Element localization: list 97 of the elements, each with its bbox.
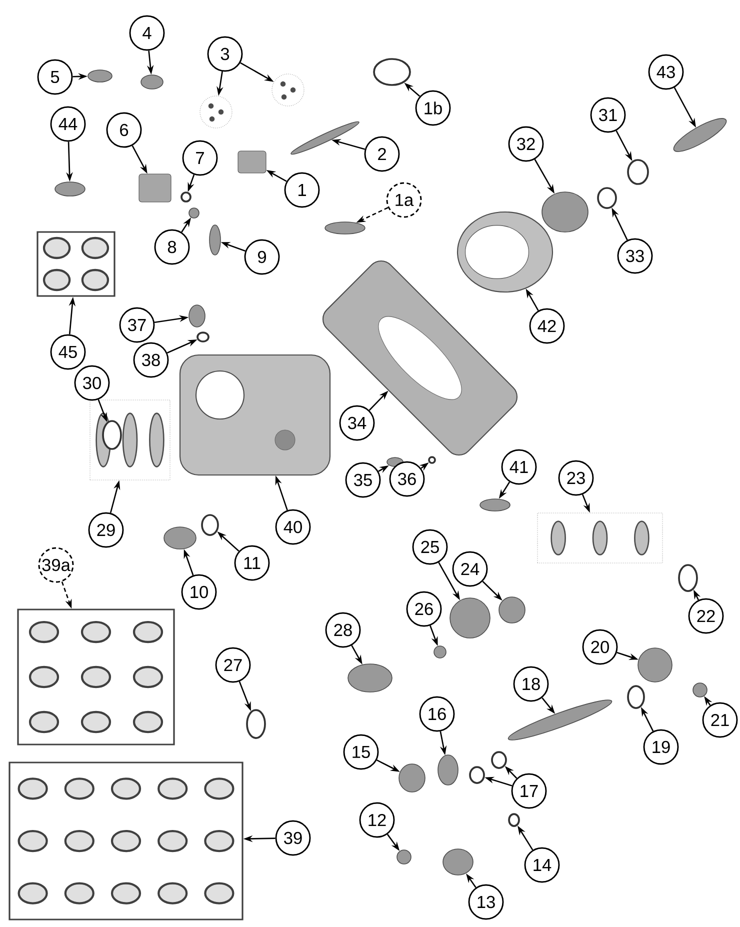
callout-number: 8 [154,229,190,265]
part-drawing [188,304,206,328]
callout-number: 39 [275,820,311,856]
part-drawing [164,526,196,550]
callout-number: 1b [415,90,451,126]
callout-number: 11 [234,545,270,581]
callout-number: 44 [50,106,86,142]
callout-number: 13 [468,884,504,920]
callout-number: 21 [702,702,738,738]
part-drawing [138,174,172,202]
seal-ring-drawing [180,192,192,202]
callout-number: 33 [617,238,653,274]
part-drawing [140,74,164,90]
callout-number: 12 [359,802,395,838]
callout-number: 14 [524,847,560,883]
part-drawing [324,222,366,234]
detent-set-drawing [200,96,232,128]
callout-number: 7 [182,140,218,176]
callout-number: 4 [129,15,165,51]
seal-ring-drawing [373,58,411,86]
part-drawing [450,598,490,638]
seal-ring-drawing [678,564,698,592]
callout-number: 16 [419,696,455,732]
callout-number: 19 [643,729,679,765]
callout-number: 10 [181,574,217,610]
callout-number: 1a [386,182,422,218]
callout-number: 31 [590,97,626,133]
callout-number: 5 [37,59,73,95]
callout-number: 20 [582,629,618,665]
callout-number: 45 [50,334,86,370]
callout-number: 29 [88,512,124,548]
callout-number: 32 [508,126,544,162]
part-drawing [209,224,221,256]
parts-kit-drawing [36,231,116,297]
seal-ring-drawing [508,813,520,827]
part-drawing [438,754,458,786]
callout-number: 6 [106,112,142,148]
callout-number: 37 [119,307,155,343]
seal-ring-drawing [246,709,266,739]
part-drawing [508,700,612,740]
part-group-drawing [90,400,170,480]
parts-kit-drawing [17,608,175,746]
seal-ring-drawing [597,187,617,209]
callout-number: 24 [452,551,488,587]
callout-number: 42 [529,308,565,344]
callout-number: 18 [513,666,549,702]
callout-number: 38 [133,342,169,378]
seal-ring-drawing [627,159,649,185]
callout-number: 40 [275,509,311,545]
callout-number: 1 [284,172,320,208]
part-drawing [348,664,392,692]
part-drawing [692,682,708,698]
detent-set-drawing [272,74,304,106]
callout-number: 30 [74,365,110,401]
part-drawing [238,150,266,174]
part-group-drawing [537,512,663,564]
callout-number: 2 [364,136,400,172]
seal-ring-drawing [102,420,122,450]
callout-number: 35 [345,462,381,498]
part-drawing [434,646,446,658]
seal-ring-drawing [469,766,485,784]
part-drawing [54,182,86,196]
seal-ring-drawing [196,332,210,342]
callout-number: 9 [244,239,280,275]
callout-number: 41 [501,449,537,485]
callout-number: 43 [648,54,684,90]
callout-number: 26 [406,591,442,627]
part-drawing [673,118,727,152]
parts-kit-drawing [8,762,244,920]
callout-number: 17 [511,773,547,809]
seal-ring-drawing [428,456,436,464]
part-drawing [396,850,412,864]
part-drawing [88,70,112,82]
callout-number: 23 [558,460,594,496]
callout-number: 25 [412,529,448,565]
part-drawing [498,596,526,624]
part-drawing [638,648,672,682]
seal-ring-drawing [201,514,219,536]
part-drawing [290,121,360,155]
callout-number: 28 [325,612,361,648]
seal-ring-drawing [627,685,645,709]
callout-number: 3 [207,36,243,72]
part-drawing [442,848,474,876]
case-cover-drawing [378,316,462,400]
callout-number: 22 [688,598,724,634]
part-drawing [188,208,200,218]
part-drawing [542,192,588,232]
part-drawing [480,498,510,512]
case-housing-drawing [179,354,331,476]
part-drawing [398,764,426,792]
extension-housing-drawing [456,211,554,293]
callout-number: 36 [389,461,425,497]
callout-number: 39a [38,547,74,583]
callout-number: 34 [339,405,375,441]
seal-ring-drawing [491,751,507,769]
callout-number: 27 [215,647,251,683]
callout-number: 15 [343,734,379,770]
